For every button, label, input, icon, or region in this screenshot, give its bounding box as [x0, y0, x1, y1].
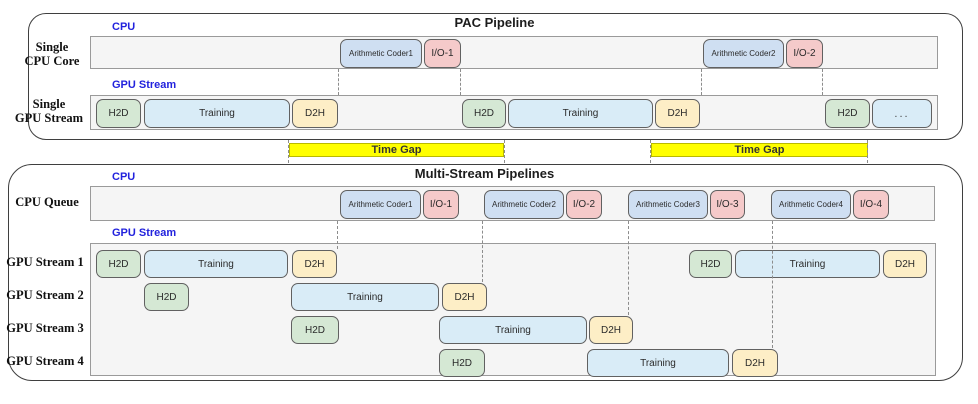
- pac-cpu-row-label: Single CPU Core: [24, 40, 80, 68]
- block-coder: Arithmetic Coder2: [703, 39, 784, 68]
- dependency-dash-line: [650, 140, 651, 163]
- block-d2h: D2H: [589, 316, 633, 344]
- pac-gpu-axis-label: GPU Stream: [112, 79, 177, 91]
- dependency-dash-line: [338, 69, 339, 95]
- cpu-queue-row-label: CPU Queue: [15, 195, 79, 209]
- pac-pipeline-box: [28, 13, 963, 140]
- block-training: Training: [439, 316, 587, 344]
- block-io: I/O-1: [423, 190, 459, 219]
- block-h2d: H2D: [462, 99, 506, 128]
- gpu-stream-4-label: GPU Stream 4: [6, 354, 84, 368]
- block-d2h: D2H: [655, 99, 700, 128]
- block-d2h: D2H: [732, 349, 778, 377]
- dependency-dash-line: [628, 221, 629, 315]
- block-h2d: H2D: [439, 349, 485, 377]
- dependency-dash-line: [460, 69, 461, 95]
- block-coder: Arithmetic Coder3: [628, 190, 708, 219]
- block-io: I/O-2: [566, 190, 602, 219]
- block-training: Training: [735, 250, 880, 278]
- block-coder: Arithmetic Coder1: [340, 190, 421, 219]
- time-gap-bar: Time Gap: [289, 143, 504, 157]
- dependency-dash-line: [772, 221, 773, 348]
- dependency-dash-line: [701, 69, 702, 95]
- pac-gpu-row-label: Single GPU Stream: [14, 97, 84, 125]
- block-training: Training: [291, 283, 439, 311]
- dependency-dash-line: [822, 69, 823, 95]
- block-training: Training: [144, 99, 290, 128]
- block-io: I/O-2: [786, 39, 823, 68]
- block-d2h: D2H: [883, 250, 927, 278]
- pac-pipeline-title: PAC Pipeline: [454, 15, 535, 30]
- block-coder: Arithmetic Coder4: [771, 190, 851, 219]
- multi-cpu-axis-label: CPU: [112, 171, 136, 183]
- time-gap-bar: Time Gap: [651, 143, 868, 157]
- multi-gpu-axis-label: GPU Stream: [112, 227, 177, 239]
- gpu-stream-3-label: GPU Stream 3: [6, 321, 84, 335]
- block-training: Training: [508, 99, 653, 128]
- block-io: I/O-4: [853, 190, 889, 219]
- block-training: Training: [144, 250, 288, 278]
- block-more: ...: [872, 99, 932, 128]
- dependency-dash-line: [288, 140, 289, 163]
- block-d2h: D2H: [292, 99, 338, 128]
- multi-stream-title: Multi-Stream Pipelines: [414, 166, 555, 181]
- block-d2h: D2H: [442, 283, 487, 311]
- block-h2d: H2D: [144, 283, 189, 311]
- block-d2h: D2H: [292, 250, 337, 278]
- block-h2d: H2D: [291, 316, 339, 344]
- block-h2d: H2D: [689, 250, 732, 278]
- gpu-stream-2-label: GPU Stream 2: [6, 288, 84, 302]
- block-io: I/O-1: [424, 39, 461, 68]
- pac-cpu-axis-label: CPU: [112, 21, 136, 33]
- dependency-dash-line: [337, 221, 338, 249]
- block-io: I/O-3: [710, 190, 745, 219]
- gpu-stream-1-label: GPU Stream 1: [6, 255, 84, 269]
- block-h2d: H2D: [96, 250, 141, 278]
- multi-stream-box: [8, 164, 963, 381]
- block-coder: Arithmetic Coder2: [484, 190, 564, 219]
- dependency-dash-line: [867, 140, 868, 163]
- block-h2d: H2D: [96, 99, 141, 128]
- dependency-dash-line: [504, 140, 505, 163]
- block-training: Training: [587, 349, 729, 377]
- block-coder: Arithmetic Coder1: [340, 39, 422, 68]
- dependency-dash-line: [482, 221, 483, 282]
- block-h2d: H2D: [825, 99, 870, 128]
